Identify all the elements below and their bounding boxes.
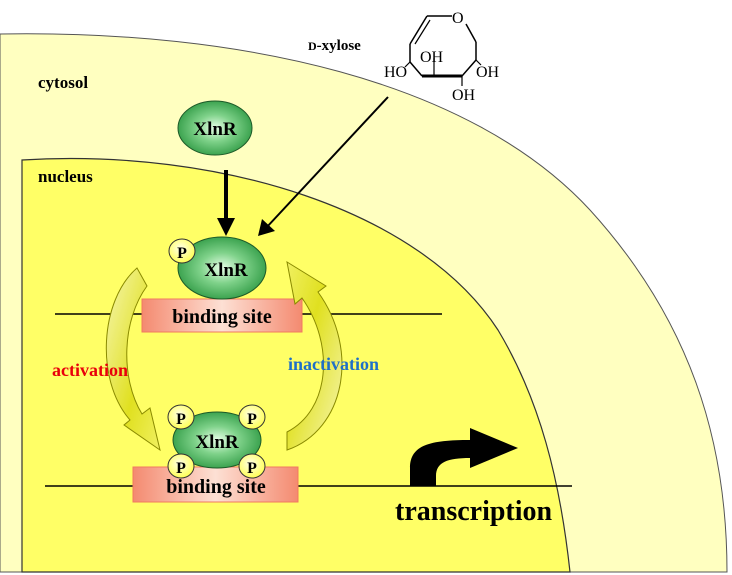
d-xylose-structure: D-xylose O HO OH OH OH bbox=[308, 10, 500, 104]
cytosol-label: cytosol bbox=[38, 73, 88, 92]
binding-site-lower: binding site bbox=[132, 466, 299, 503]
phosphate-label-upper: P bbox=[177, 245, 187, 262]
phosphate-label-top-right: P bbox=[247, 411, 257, 428]
xlnr-hyper-phospho: XlnR P P P P bbox=[167, 404, 266, 479]
transcription-arrow bbox=[410, 428, 518, 486]
activation-arrow bbox=[105, 267, 161, 452]
phosphate-top-right bbox=[238, 404, 266, 430]
xylose-signal-arrow bbox=[258, 96, 389, 236]
nucleus-label: nucleus bbox=[38, 167, 93, 186]
phosphate-label-top-left: P bbox=[176, 411, 186, 428]
binding-site-upper: binding site bbox=[141, 298, 303, 333]
hydroxyl-3: OH bbox=[476, 64, 500, 81]
translocation-arrow bbox=[217, 170, 235, 236]
phosphate-label-bottom-left: P bbox=[176, 460, 186, 477]
phosphate-bottom-right bbox=[238, 453, 266, 479]
xlnr-label-lower: XlnR bbox=[195, 432, 239, 453]
phosphate-top-left bbox=[167, 404, 195, 430]
binding-site-label-upper: binding site bbox=[172, 306, 272, 328]
inactivation-arrow bbox=[286, 260, 343, 451]
binding-site-label-lower: binding site bbox=[166, 476, 266, 498]
xylose-label: D-xylose bbox=[308, 38, 361, 54]
activation-label: activation bbox=[52, 360, 128, 380]
xylose-label-suffix: -xylose bbox=[317, 38, 362, 54]
xlnr-label-cytosol: XlnR bbox=[193, 119, 237, 140]
inactivation-label: inactivation bbox=[288, 354, 379, 374]
xlnr-label-upper: XlnR bbox=[204, 260, 248, 281]
ring-oxygen: O bbox=[452, 10, 464, 27]
phosphate-label-bottom-right: P bbox=[247, 460, 257, 477]
phosphate-upper bbox=[168, 238, 196, 264]
hydroxyl-4: OH bbox=[452, 87, 476, 104]
phosphate-bottom-left bbox=[167, 453, 195, 479]
hydroxyl-2: OH bbox=[420, 49, 444, 66]
xlnr-mono-phospho: XlnR P bbox=[168, 236, 267, 300]
xylose-label-prefix: D bbox=[308, 39, 317, 53]
hydroxyl-1: HO bbox=[384, 64, 407, 81]
transcription-label: transcription bbox=[395, 496, 553, 527]
xlnr-cytosolic: XlnR bbox=[177, 100, 253, 156]
